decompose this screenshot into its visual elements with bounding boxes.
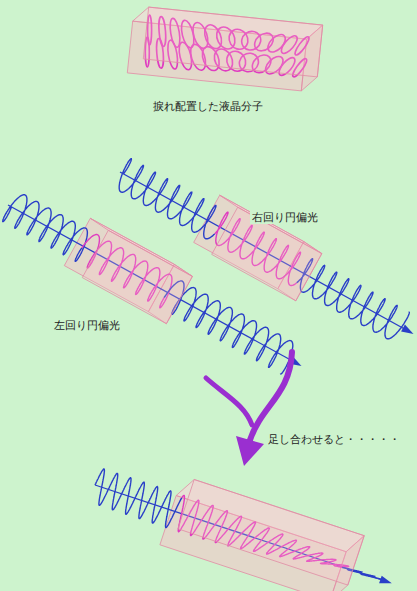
result-box-front (178, 480, 364, 586)
right-circular-box-front (212, 207, 322, 301)
left-circular-box-front (82, 230, 192, 323)
polarization-label: 右回り円偏光 (250, 211, 320, 224)
merge-arrow-branch (206, 378, 252, 425)
merge-arrowhead (236, 436, 264, 466)
linear-wave (95, 469, 182, 528)
polarization-label-wrap: 右回り円偏光 (250, 206, 320, 225)
note-label: 足し合わせると・・・・・ (266, 433, 402, 446)
note-label-wrap: 足し合わせると・・・・・ (266, 428, 402, 447)
caption-label: 捩れ配置した液晶分子 (151, 100, 265, 113)
caption-label-wrap: 捩れ配置した液晶分子 (151, 95, 265, 114)
polarization-label: 左回り円偏光 (52, 319, 122, 332)
right-circular-helix (119, 159, 216, 239)
polarization-label-wrap: 左回り円偏光 (52, 314, 122, 333)
merge-arrow (250, 352, 292, 440)
left-circular-helix (164, 281, 293, 374)
left-circular-helix (3, 195, 88, 261)
left-circular-axis (8, 205, 298, 364)
lc-box-front (143, 7, 322, 77)
right-circular-helix (297, 259, 410, 339)
